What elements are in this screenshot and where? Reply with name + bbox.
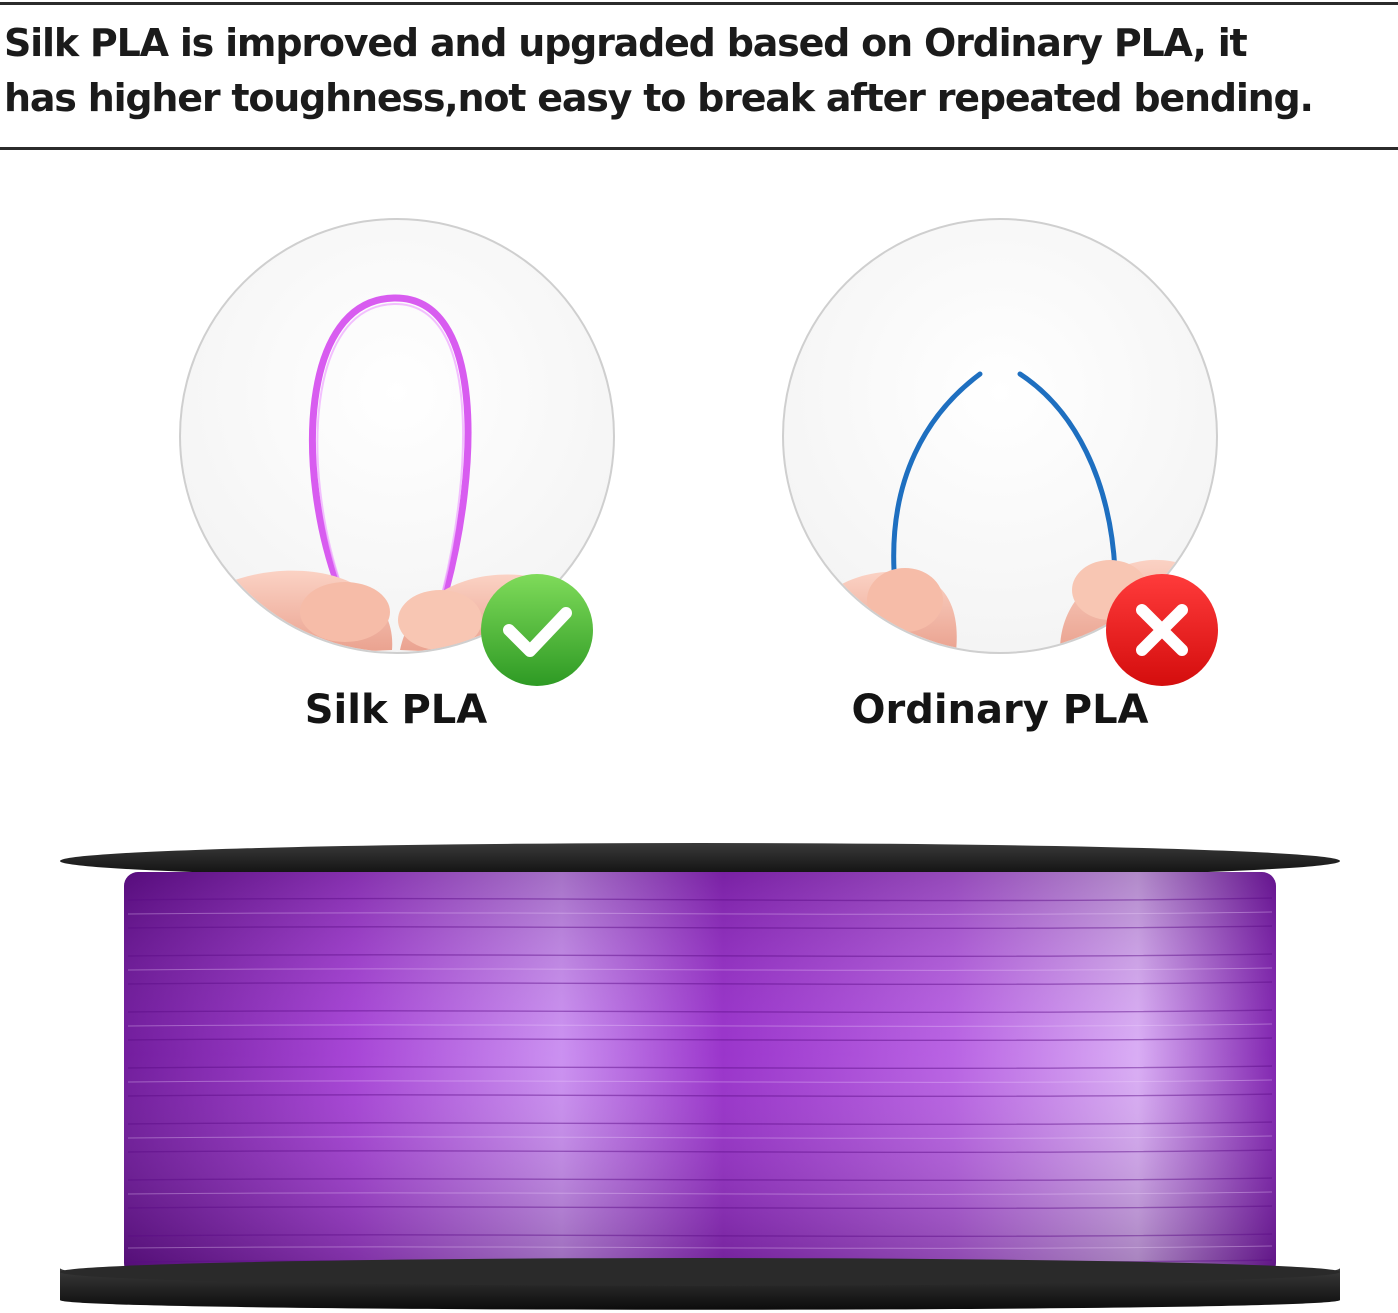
check-icon — [481, 574, 593, 686]
headline-divider — [0, 147, 1398, 150]
filament-spool — [60, 843, 1340, 1310]
headline-line-2: has higher toughness,not easy to break a… — [4, 76, 1314, 120]
silk-pla-label: Silk PLA — [304, 687, 488, 733]
top-divider — [0, 2, 1398, 5]
cross-icon — [1106, 574, 1218, 686]
spool-bottom-flange — [60, 1268, 1340, 1310]
headline: Silk PLA is improved and upgraded based … — [4, 16, 1396, 126]
spool-top-flange — [60, 843, 1340, 879]
headline-line-1: Silk PLA is improved and upgraded based … — [4, 21, 1248, 65]
ordinary-pla-label: Ordinary PLA — [851, 687, 1149, 733]
